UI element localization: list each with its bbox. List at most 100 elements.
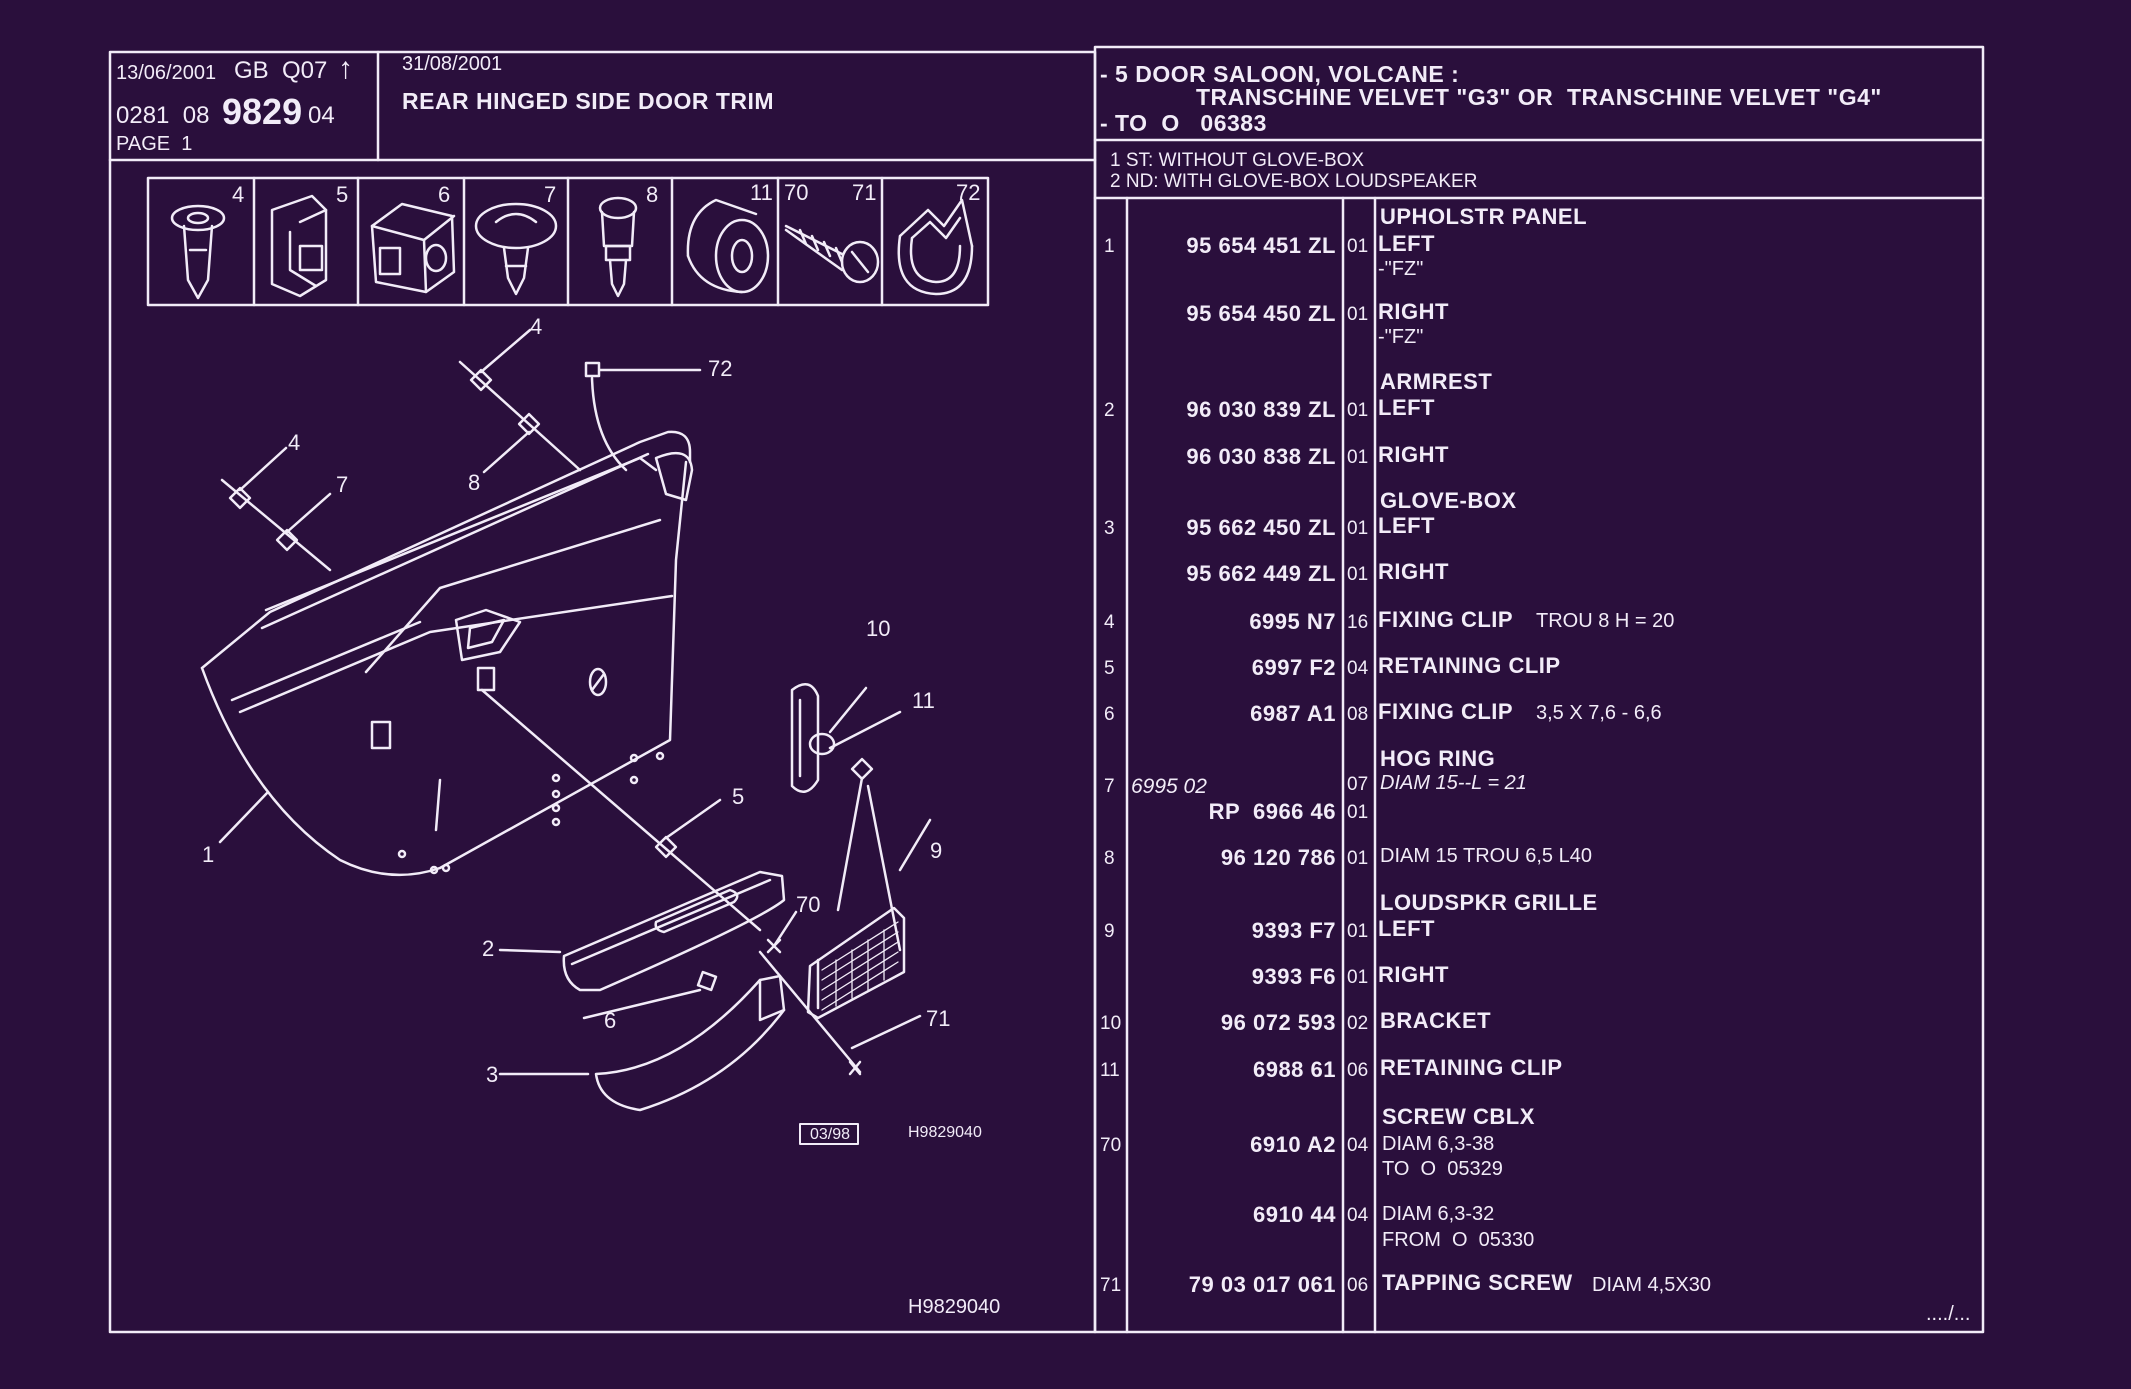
note-1: 1 ST: WITHOUT GLOVE-BOX bbox=[1110, 150, 1365, 171]
part-desc: RIGHT bbox=[1378, 962, 1449, 987]
callout-70: 70 bbox=[796, 892, 821, 917]
part-spec: DIAM 15--L = 21 bbox=[1380, 772, 1527, 794]
row-index: 71 bbox=[1100, 1275, 1122, 1296]
diagram-ref-code: H9829040 bbox=[908, 1124, 982, 1141]
callout-4-upper: 4 bbox=[530, 314, 543, 339]
row-index: 6 bbox=[1104, 704, 1115, 725]
heading-glove-box: GLOVE-BOX bbox=[1380, 488, 1517, 513]
row-index: 4 bbox=[1104, 612, 1115, 633]
icon-label-70: 70 bbox=[784, 180, 809, 205]
part-validity: TO O 05329 bbox=[1382, 1158, 1503, 1180]
model-line-2: TRANSCHINE VELVET "G3" OR TRANSCHINE VEL… bbox=[1196, 84, 1882, 110]
part-qty: 01 bbox=[1347, 967, 1369, 988]
part-ref: 96 030 839 ZL bbox=[1186, 397, 1336, 422]
page-number: PAGE 1 bbox=[116, 133, 193, 155]
part-desc: LEFT bbox=[1378, 916, 1435, 941]
part-qty: 08 bbox=[1347, 704, 1369, 725]
row-index: 7 bbox=[1104, 776, 1115, 797]
icon-label-7: 7 bbox=[544, 182, 557, 207]
callout-7: 7 bbox=[336, 472, 349, 497]
mushroom-clip-icon bbox=[474, 202, 558, 296]
part-ref: 96 030 838 ZL bbox=[1186, 444, 1336, 469]
revision-date: 31/08/2001 bbox=[402, 53, 503, 75]
part-desc: RIGHT bbox=[1378, 299, 1449, 324]
row-index: 9 bbox=[1104, 921, 1115, 942]
part-desc: RETAINING CLIP bbox=[1378, 653, 1561, 678]
icon-label-4: 4 bbox=[232, 182, 245, 207]
part-ref: 6987 A1 bbox=[1250, 701, 1336, 726]
heading-screw-cblx: SCREW CBLX bbox=[1382, 1104, 1535, 1129]
icon-strip bbox=[146, 176, 990, 307]
retaining-clip-icon bbox=[270, 194, 328, 298]
grommet-icon bbox=[686, 198, 770, 294]
part-ref: 95 654 450 ZL bbox=[1186, 301, 1336, 326]
part-qty: 04 bbox=[1347, 1135, 1369, 1156]
part-qty: 01 bbox=[1347, 400, 1369, 421]
door-panel-part bbox=[200, 430, 694, 877]
part-ref: 95 654 451 ZL bbox=[1186, 233, 1336, 258]
callout-71: 71 bbox=[926, 1006, 951, 1031]
part-desc: LEFT bbox=[1378, 513, 1435, 538]
icon-label-8: 8 bbox=[646, 182, 659, 207]
part-qty: 04 bbox=[1347, 1205, 1369, 1226]
part-qty: 06 bbox=[1347, 1060, 1369, 1081]
part-desc: RETAINING CLIP bbox=[1380, 1055, 1563, 1080]
part-spec: DIAM 15 TROU 6,5 L40 bbox=[1380, 845, 1592, 867]
callout-1: 1 bbox=[202, 842, 215, 867]
part-qty: 01 bbox=[1347, 921, 1369, 942]
callout-6: 6 bbox=[604, 1008, 617, 1033]
row-index: 70 bbox=[1100, 1135, 1122, 1156]
callout-2: 2 bbox=[482, 936, 495, 961]
part-qty: 07 bbox=[1347, 774, 1369, 795]
right-frame bbox=[1093, 45, 1985, 1334]
heading-upholstr-panel: UPHOLSTR PANEL bbox=[1380, 204, 1588, 229]
part-ref: 96 072 593 bbox=[1220, 1010, 1336, 1035]
door-trim-diagram bbox=[200, 328, 932, 1145]
part-ref: 6910 A2 bbox=[1250, 1132, 1336, 1157]
icon-label-6: 6 bbox=[438, 182, 451, 207]
part-qty: 01 bbox=[1347, 802, 1369, 823]
callout-3: 3 bbox=[486, 1062, 499, 1087]
part-qty: 01 bbox=[1347, 518, 1369, 539]
leader-lines bbox=[218, 328, 932, 1076]
part-desc: LEFT bbox=[1378, 395, 1435, 420]
part-ref: 6997 F2 bbox=[1251, 655, 1336, 680]
part-ref: 6910 44 bbox=[1252, 1202, 1336, 1227]
callout-9: 9 bbox=[930, 838, 943, 863]
part-ref: 79 03 017 061 bbox=[1188, 1272, 1336, 1297]
armrest-part bbox=[562, 870, 786, 992]
model-line-1: - 5 DOOR SALOON, VOLCANE : bbox=[1100, 61, 1460, 87]
part-desc: RIGHT bbox=[1378, 559, 1449, 584]
part-ref: 9393 F7 bbox=[1251, 918, 1336, 943]
part-spec: DIAM 6,3-32 bbox=[1382, 1203, 1495, 1225]
part-qty: 02 bbox=[1347, 1013, 1369, 1034]
part-qty: 04 bbox=[1347, 658, 1369, 679]
part-desc: FIXING CLIP bbox=[1378, 607, 1514, 632]
callout-5: 5 bbox=[732, 784, 745, 809]
row-index: 3 bbox=[1104, 518, 1115, 539]
callout-11: 11 bbox=[912, 688, 935, 713]
stamp-date: 03/98 bbox=[810, 1126, 851, 1143]
footer-ref-code: H9829040 bbox=[908, 1296, 1001, 1318]
part-spec: TROU 8 H = 20 bbox=[1536, 610, 1675, 632]
part-ref: 9393 F6 bbox=[1251, 964, 1336, 989]
part-ref: 95 662 449 ZL bbox=[1186, 561, 1336, 586]
region-code: GB Q07 bbox=[234, 57, 328, 84]
heading-armrest: ARMREST bbox=[1380, 369, 1493, 394]
row-index: 2 bbox=[1104, 400, 1115, 421]
part-qty: 01 bbox=[1347, 304, 1369, 325]
sheet-title: REAR HINGED SIDE DOOR TRIM bbox=[402, 88, 775, 114]
glove-box-part bbox=[594, 970, 786, 1112]
callout-10: 10 bbox=[866, 616, 891, 641]
heading-loudspkr-grille: LOUDSPKR GRILLE bbox=[1380, 890, 1598, 915]
part-desc: RIGHT bbox=[1378, 442, 1449, 467]
plug-clip-icon bbox=[598, 196, 638, 298]
icon-label-71: 71 bbox=[852, 180, 877, 205]
row-index: 10 bbox=[1100, 1013, 1122, 1034]
continuation-mark: ..../... bbox=[1926, 1303, 1971, 1325]
part-variant: -"FZ" bbox=[1378, 326, 1424, 348]
part-qty: 01 bbox=[1347, 447, 1369, 468]
part-ref: 96 120 786 bbox=[1220, 845, 1336, 870]
fixing-clip-icon bbox=[370, 202, 456, 294]
